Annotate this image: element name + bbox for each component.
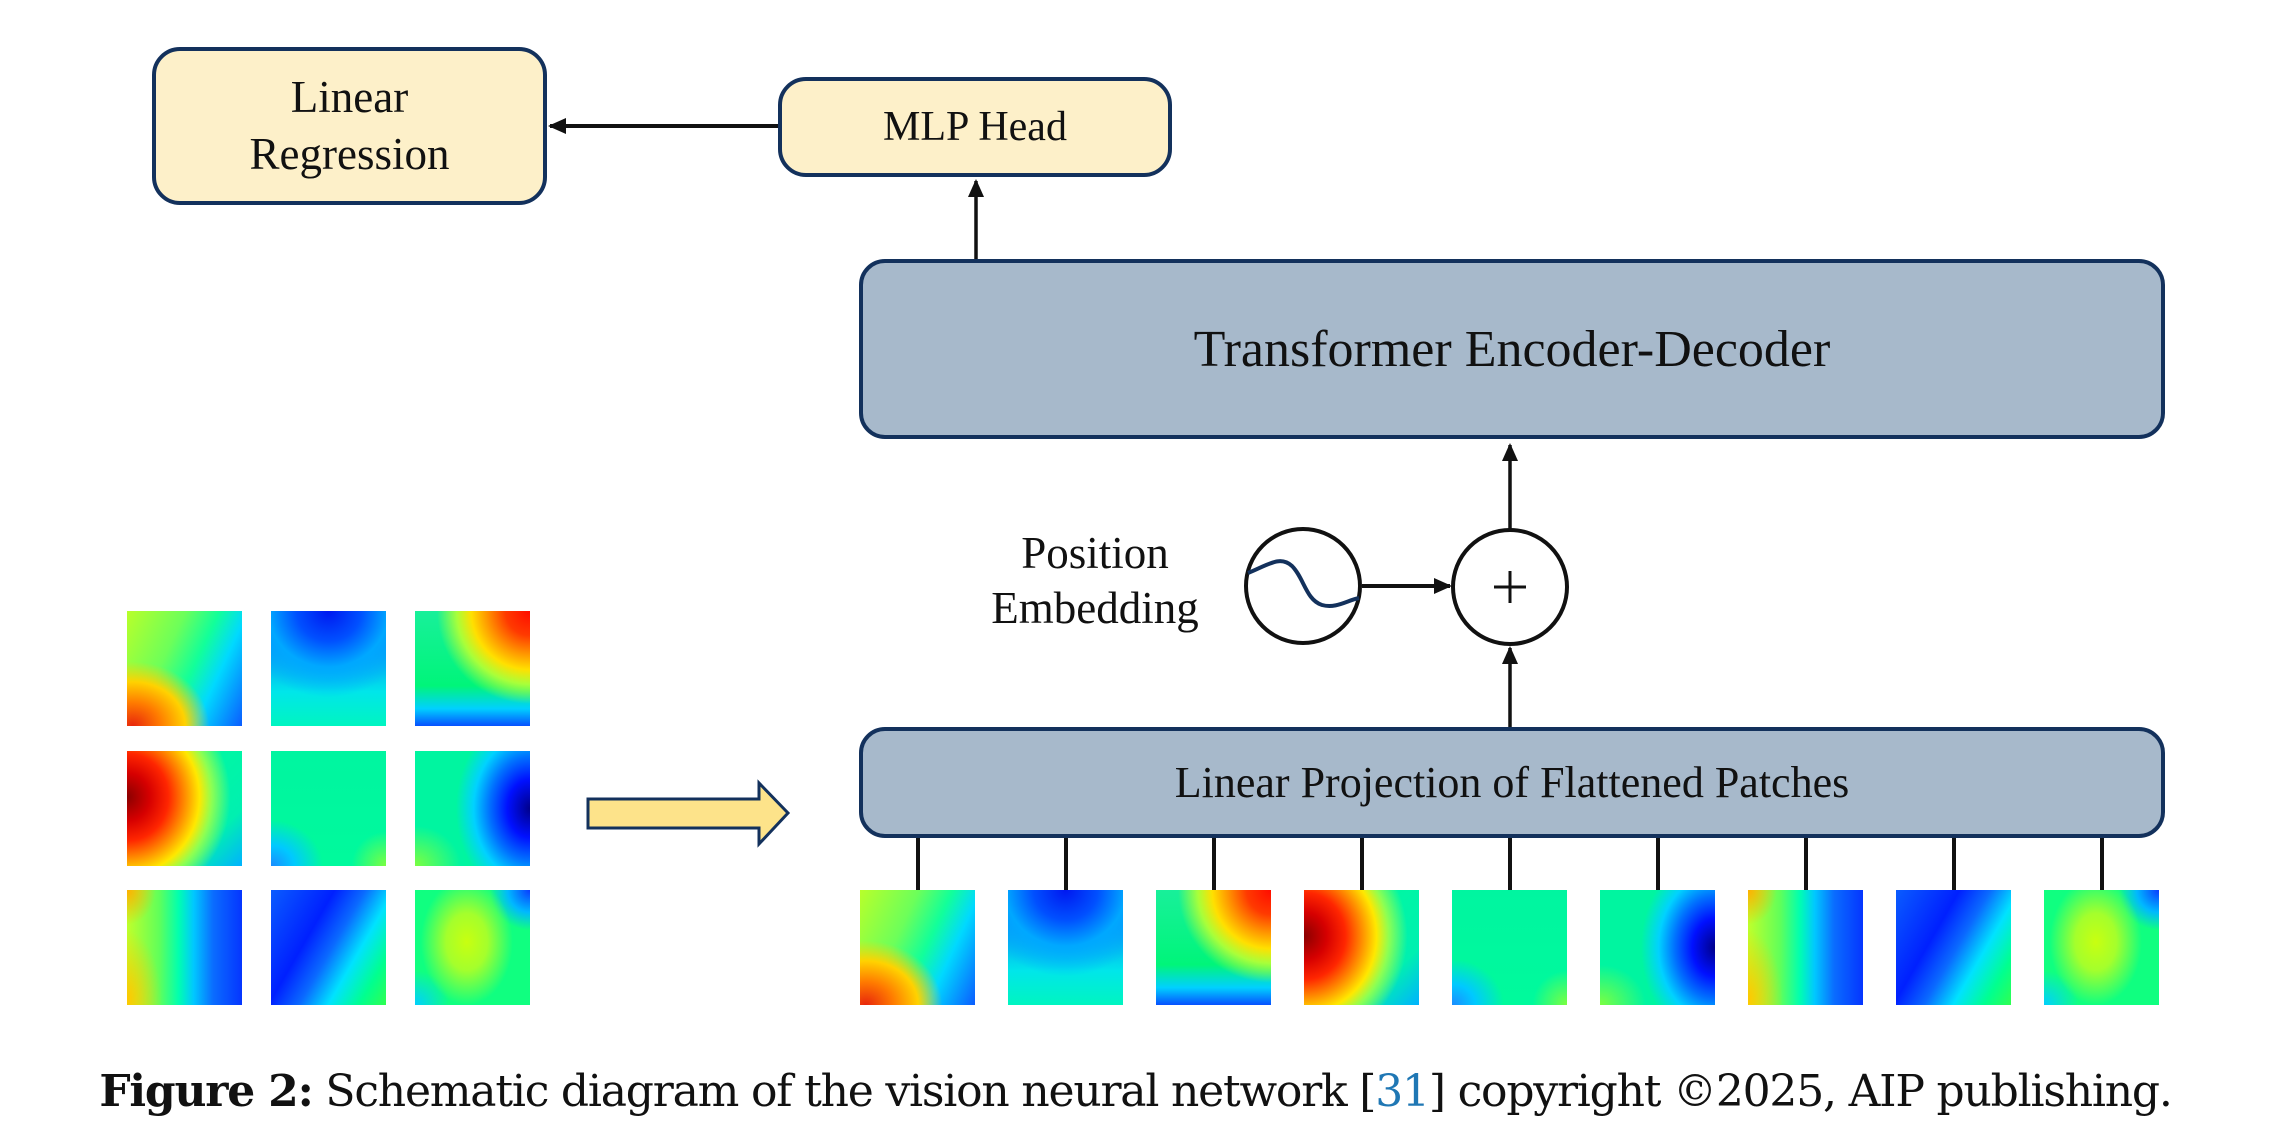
mlp-head-label: MLP Head <box>883 104 1067 150</box>
mlp-head-box: MLP Head <box>778 77 1172 177</box>
linear-projection-box: Linear Projection of Flattened Patches <box>859 727 2165 838</box>
caption-label: Figure 2: <box>99 1066 313 1117</box>
input-patch-3 <box>415 611 530 726</box>
input-patch-5 <box>271 751 386 866</box>
sequence-patch-5 <box>1452 890 1567 1005</box>
caption-text-end: ] copyright ©2025, AIP publishing. <box>1428 1066 2173 1117</box>
position-embedding-line1: Position <box>1021 528 1169 578</box>
linear-regression-label-line1: Linear <box>290 72 409 122</box>
transformer-label: Transformer Encoder-Decoder <box>1193 320 1831 378</box>
input-patch-8 <box>271 890 386 1005</box>
sequence-patch-8 <box>1896 890 2011 1005</box>
sequence-patch-9 <box>2044 890 2159 1005</box>
linear-regression-box: Linear Regression <box>152 47 547 205</box>
input-patch-1 <box>127 611 242 726</box>
sequence-patch-7 <box>1748 890 1863 1005</box>
citation-link[interactable]: 31 <box>1375 1066 1430 1117</box>
linear-projection-label: Linear Projection of Flattened Patches <box>1174 758 1850 807</box>
input-patch-9 <box>415 890 530 1005</box>
position-embedding-line2: Embedding <box>991 583 1199 633</box>
patch-connectors <box>916 838 2104 890</box>
input-patch-2 <box>271 611 386 726</box>
figure-caption: Figure 2: Schematic diagram of the visio… <box>0 1066 2271 1117</box>
transformer-box: Transformer Encoder-Decoder <box>859 259 2165 439</box>
linear-regression-label-line2: Regression <box>249 129 450 179</box>
sequence-patch-1 <box>860 890 975 1005</box>
position-embedding-icon <box>1244 527 1362 645</box>
flatten-arrow-icon <box>586 779 791 848</box>
input-patch-7 <box>127 890 242 1005</box>
input-patch-6 <box>415 751 530 866</box>
sequence-patch-6 <box>1600 890 1715 1005</box>
add-operator-icon <box>1451 528 1569 646</box>
sequence-patch-3 <box>1156 890 1271 1005</box>
position-embedding-label: Position Embedding <box>965 526 1225 636</box>
caption-text: Schematic diagram of the vision neural n… <box>312 1066 1376 1117</box>
input-patch-4 <box>127 751 242 866</box>
sequence-patch-4 <box>1304 890 1419 1005</box>
sequence-patch-2 <box>1008 890 1123 1005</box>
